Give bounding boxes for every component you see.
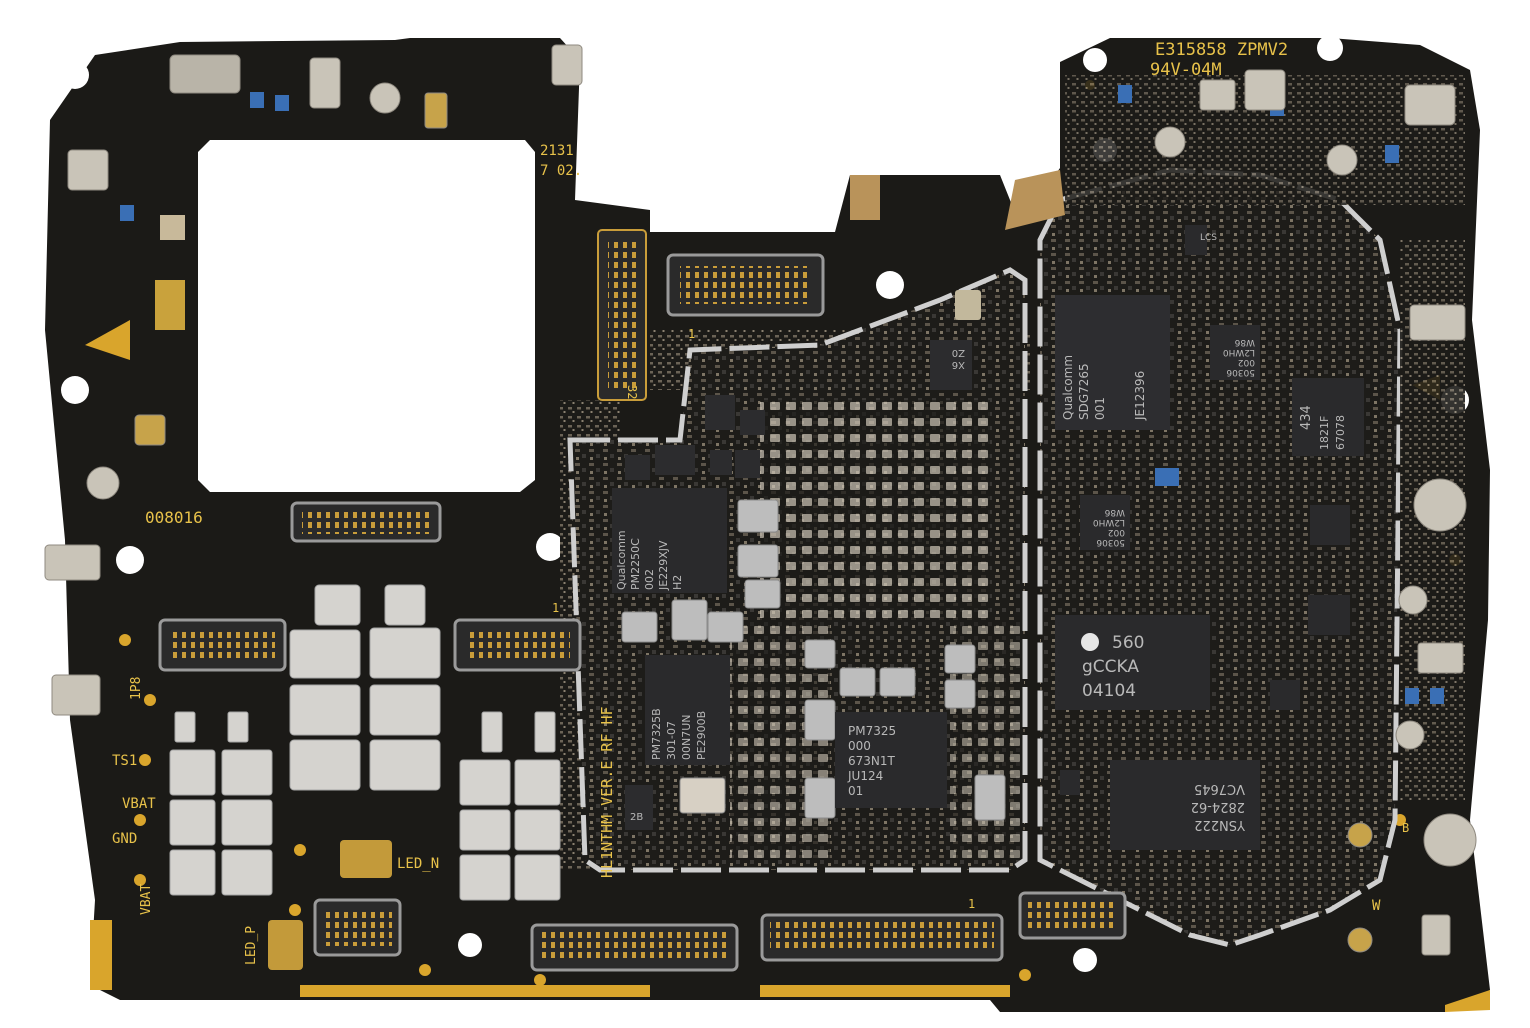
chip-line: 002	[1238, 357, 1255, 367]
chip-line: L2WH0	[1093, 517, 1125, 527]
connectors	[158, 229, 1127, 972]
silk-model: HL1NTHM VER.E RF HF	[598, 706, 616, 878]
chip-ic-434: 434 1821F 67078	[1292, 378, 1364, 456]
inductor-blocks	[621, 499, 1006, 821]
chip-line: 002	[643, 569, 656, 590]
chip-line: 560	[1112, 633, 1144, 653]
silkscreen: E315858 ZPMV2 94V-04M 2131 7 02. 008016 …	[112, 40, 1409, 965]
chip-line: 04104	[1082, 681, 1136, 701]
chip-ic-small-2: W86 L2WH0 002 50306	[1080, 495, 1130, 550]
silk-ts1: TS1	[112, 753, 137, 769]
chip-line: X6	[952, 359, 965, 370]
chip-ic-small-1: W86 L2WH0 002 50306	[1210, 325, 1260, 380]
camera-flex-pads	[155, 215, 185, 330]
silk-led-n: LED_N	[397, 856, 439, 872]
chip-line: gCCKA	[1082, 657, 1139, 677]
silk-w: W	[1372, 898, 1381, 914]
chip-memory-560: 560 gCCKA 04104	[1055, 615, 1210, 710]
silk-rating: 94V-04M	[1150, 60, 1222, 80]
chip-line: 1821F	[1318, 416, 1331, 450]
chip-line: 002	[1108, 527, 1125, 537]
silk-pin-1: 1	[688, 327, 695, 341]
small-power-ics	[625, 340, 972, 830]
rf-connectors	[44, 44, 1477, 956]
silk-led-p: LED_P	[244, 926, 259, 965]
chip-line: VC7645	[1194, 781, 1245, 796]
chip-pmic-pm7325: PM7325 000 673N1T JU124 01	[835, 712, 947, 808]
silk-board-id: 008016	[145, 508, 203, 527]
small-sensor	[955, 290, 981, 320]
chip-line: 2B	[630, 812, 643, 823]
chip-line: W86	[1104, 507, 1125, 517]
silk-vbat: VBAT	[122, 796, 156, 812]
silk-date-2: 7 02.	[540, 163, 582, 179]
chip-line: W86	[1234, 337, 1255, 347]
chip-line: JU124	[847, 769, 883, 783]
chip-ic-small-3: Z0 X6	[952, 347, 965, 370]
chip-ic-small-4: 2B	[630, 812, 643, 823]
chip-line: YSN222	[1194, 817, 1246, 832]
chip-line: H2	[671, 575, 684, 590]
chip-line: 67078	[1334, 415, 1347, 450]
chip-line: Qualcomm	[1061, 355, 1075, 420]
chip-line: PE2900B	[695, 711, 708, 760]
shield-clips	[850, 170, 1065, 230]
chip-rf-vc7645: VC7645 2824-62 YSN222	[1110, 760, 1260, 850]
chip-line: 01	[848, 784, 863, 798]
chip-line: 50306	[1096, 537, 1125, 547]
silk-pin-1b: 1	[552, 601, 559, 615]
chip-line: PM2250C	[629, 538, 642, 590]
chip-pmic-qualcomm: Qualcomm PM2250C 002 JE229XJV H2	[612, 488, 727, 593]
chip-line: 2824-62	[1191, 799, 1245, 814]
silk-b: B	[1402, 821, 1409, 835]
chip-line: 301-07	[665, 721, 678, 760]
silk-lcs: LCS	[1200, 233, 1217, 243]
silk-vbat-2: VBAT	[139, 884, 154, 915]
blue-capacitors	[120, 85, 1444, 704]
silk-date-1: 2131	[540, 143, 574, 159]
silk-pin-32: 32	[625, 385, 639, 399]
chip-soc-qualcomm: Qualcomm SDG7265 001 JE12396	[1055, 295, 1170, 430]
chip-line: PM7325B	[650, 708, 663, 760]
chip-line: SDG7265	[1077, 363, 1091, 420]
silk-gnd: GND	[112, 831, 137, 847]
chip-line: JE229XJV	[657, 540, 670, 591]
chip-line: JE12396	[1133, 371, 1147, 421]
chip-line: 434	[1299, 405, 1314, 430]
silk-serial: E315858 ZPMV2	[1155, 40, 1288, 60]
chip-line: Z0	[952, 347, 965, 358]
silk-pin-1c: 1	[968, 897, 975, 911]
gold-edge-accents	[85, 80, 1490, 1012]
led-p-pad	[268, 920, 303, 970]
silk-ip8: 1P8	[129, 677, 144, 700]
chip-line: 001	[1093, 397, 1107, 420]
solder-pads	[169, 584, 561, 901]
chip-line: 000	[848, 739, 871, 753]
chip-line: Qualcomm	[615, 530, 628, 590]
led-n-pad	[340, 840, 392, 878]
chip-line: 50306	[1226, 367, 1255, 377]
camera-cutout	[198, 140, 535, 492]
chip-line: 00N7UN	[680, 714, 693, 760]
passive-grid	[760, 400, 990, 620]
chip-line: 673N1T	[848, 754, 896, 768]
chip-line: PM7325	[848, 724, 896, 738]
small-ics-right	[1060, 225, 1350, 795]
chip-line: L2WH0	[1223, 347, 1255, 357]
chip-pmic-pm7325b: PM7325B 301-07 00N7UN PE2900B	[645, 655, 730, 765]
